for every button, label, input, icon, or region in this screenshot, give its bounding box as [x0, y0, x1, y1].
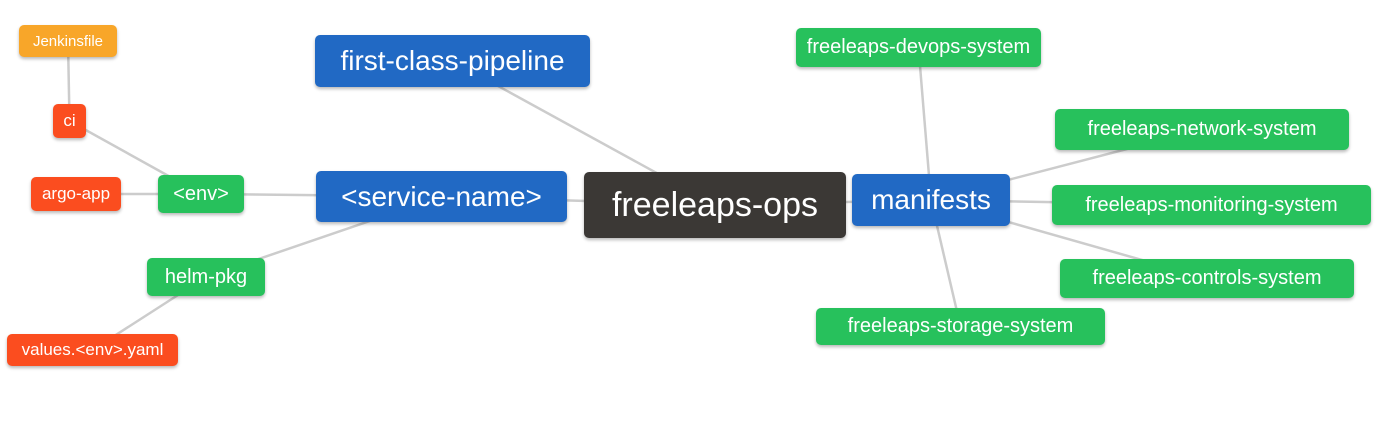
node-label-service-name: <service-name> [341, 180, 542, 212]
node-argo-app[interactable]: argo-app [31, 177, 121, 211]
node-label-manifests: manifests [871, 184, 991, 215]
node-helm-pkg[interactable]: helm-pkg [147, 258, 265, 296]
node-label-first-class-pipeline: first-class-pipeline [340, 45, 565, 76]
node-label-argo-app: argo-app [41, 184, 111, 203]
node-label-network-system: freeleaps-network-system [1087, 118, 1317, 140]
node-network-system[interactable]: freeleaps-network-system [1055, 109, 1349, 150]
node-label-values-env-yaml: values.<env>.yaml [21, 340, 164, 359]
node-controls-system[interactable]: freeleaps-controls-system [1060, 259, 1354, 298]
node-label-ci: ci [63, 111, 76, 130]
node-monitoring-system[interactable]: freeleaps-monitoring-system [1052, 185, 1371, 225]
node-env[interactable]: <env> [158, 175, 244, 213]
node-label-storage-system: freeleaps-storage-system [847, 315, 1074, 337]
node-ci[interactable]: ci [53, 104, 86, 138]
node-label-monitoring-system: freeleaps-monitoring-system [1085, 193, 1338, 216]
node-manifests[interactable]: manifests [852, 174, 1010, 226]
node-service-name[interactable]: <service-name> [316, 171, 567, 222]
node-label-controls-system: freeleaps-controls-system [1092, 267, 1322, 289]
node-values-env-yaml[interactable]: values.<env>.yaml [7, 334, 178, 366]
node-label-freeleaps-ops: freeleaps-ops [611, 185, 818, 224]
node-label-jenkinsfile: Jenkinsfile [32, 32, 104, 50]
node-freeleaps-ops[interactable]: freeleaps-ops [584, 172, 846, 238]
node-label-helm-pkg: helm-pkg [164, 265, 248, 288]
node-label-devops-system: freeleaps-devops-system [806, 36, 1031, 58]
node-jenkinsfile[interactable]: Jenkinsfile [19, 25, 117, 57]
node-label-env: <env> [173, 182, 229, 205]
node-storage-system[interactable]: freeleaps-storage-system [816, 308, 1105, 345]
node-first-class-pipeline[interactable]: first-class-pipeline [315, 35, 590, 87]
node-devops-system[interactable]: freeleaps-devops-system [796, 28, 1041, 67]
